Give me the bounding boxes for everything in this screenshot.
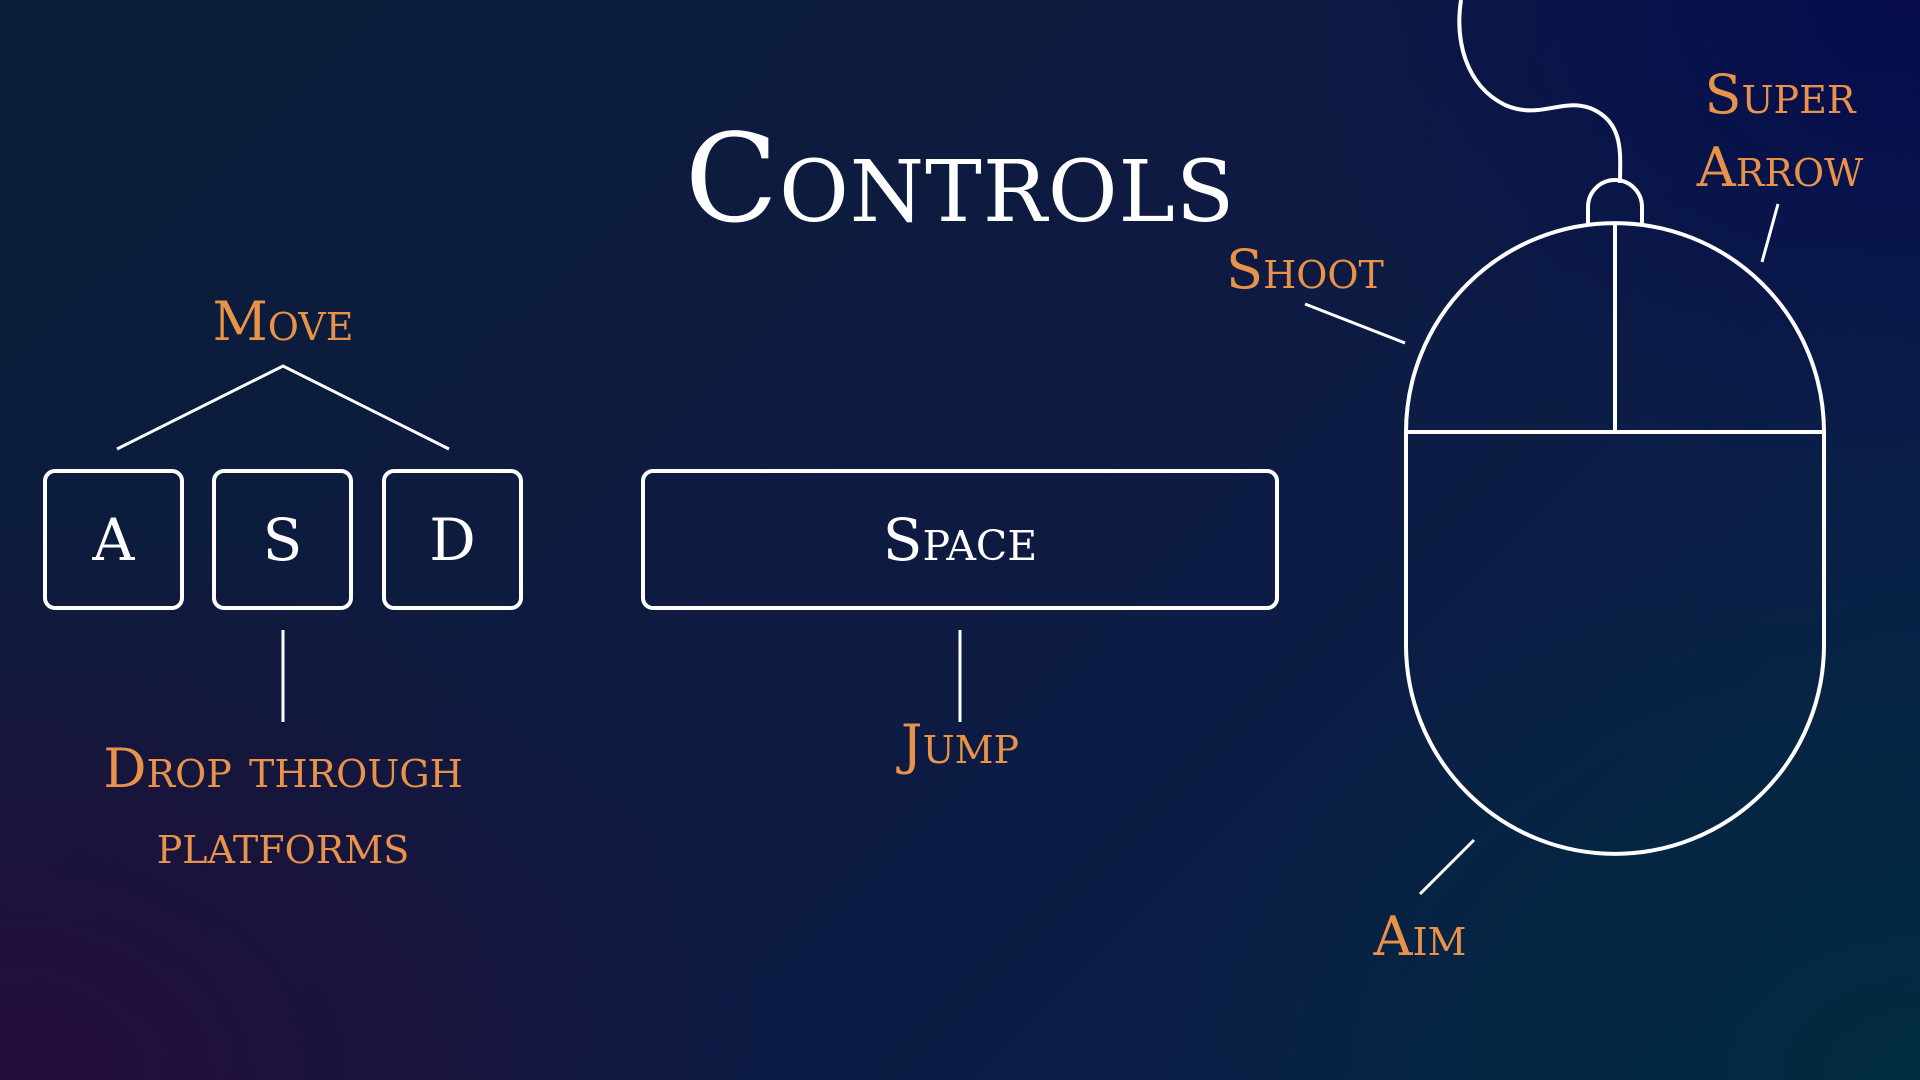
move-label: Move — [212, 290, 354, 353]
key-a: A — [43, 469, 184, 610]
mouse-body — [1404, 221, 1826, 856]
key-space: Space — [641, 469, 1279, 610]
super-arrow-label-line1: Super — [1704, 63, 1856, 126]
page-title: Controls — [684, 108, 1236, 250]
key-d-label: D — [429, 505, 476, 574]
move-connector — [116, 364, 450, 451]
aim-label: Aim — [1373, 905, 1467, 968]
aim-connector — [1418, 838, 1476, 896]
key-s-label: S — [262, 505, 303, 574]
mouse-cable — [1457, 0, 1623, 184]
key-space-label: Space — [882, 505, 1038, 574]
shoot-label: Shoot — [1226, 238, 1384, 301]
drop-through-label-line1: Drop through — [103, 737, 463, 800]
key-d: D — [382, 469, 523, 610]
mouse-icon — [1404, 0, 1826, 856]
super-arrow-connector — [1760, 203, 1780, 263]
jump-label: Jump — [900, 713, 1020, 776]
key-s: S — [212, 469, 353, 610]
shoot-connector — [1304, 302, 1406, 345]
super-arrow-label-line2: Arrow — [1696, 136, 1864, 199]
key-a-label: A — [92, 505, 135, 574]
mouse-cable-nub — [1586, 178, 1644, 223]
drop-through-label-line2: platforms — [156, 813, 410, 876]
